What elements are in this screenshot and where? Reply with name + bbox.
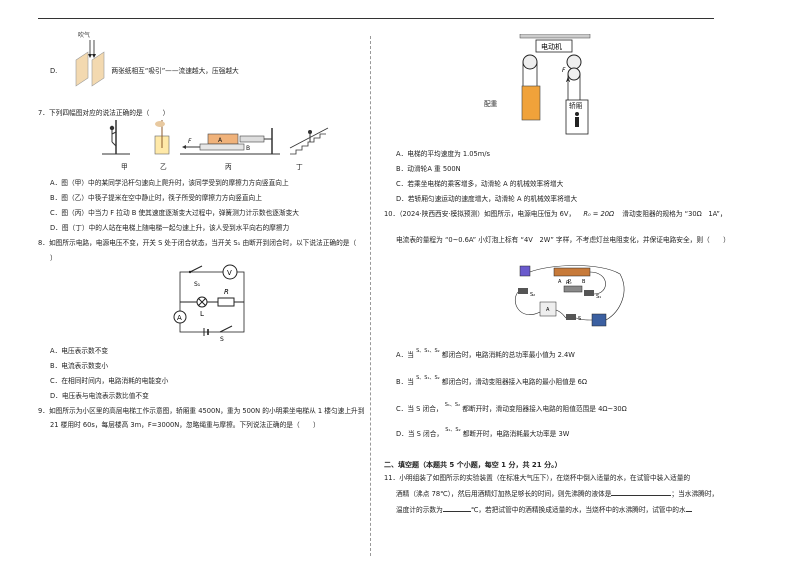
q10-line2: 电流表的量程为 “0~0.6A” 小灯泡上标有 “4V 2W” 字样，不考虑灯丝… — [396, 236, 730, 244]
section2-title: 二、填空题（本题共 5 个小题，每空 1 分，共 21 分。） — [384, 461, 562, 469]
q10-option-b: B．当 S、S₁、S₂ 都闭合时，滑动变阻器接入电路的最小阻值是 6Ω — [396, 375, 588, 386]
bing-label-f: F — [188, 138, 192, 145]
r-label: R — [224, 288, 229, 296]
q10-s2-label: S₂ — [530, 292, 535, 298]
q7-stem: 7．下列四幅图对应的说法正确的是（ ） — [38, 109, 170, 117]
q10-circuit: A P B R₀ S₂ S₁ A S — [510, 262, 638, 336]
q11-line3: 温度计的示数为℃，若把试管中的酒精换成适量的水，当烧杯中的水沸腾时，试管中的水 — [396, 506, 692, 515]
q7-option-c: C．图（丙）中当力 F 拉动 B 使其速度逐渐变大过程中，弹簧测力计示数也逐渐变… — [50, 209, 299, 217]
q10-s1-label: S₁ — [596, 294, 601, 300]
q10-option-a: A．当 S、S₁、S₂ 都闭合时，电路消耗的总功率最小值为 2.4W — [396, 348, 575, 359]
ammeter-label: A — [177, 314, 182, 322]
q11-line1: 11．小明组装了如图所示的实验装置（在标准大气压下），在烧杯中倒入适量的水，在试… — [384, 474, 691, 482]
q7-figures: A B F — [100, 118, 340, 168]
car-label: 轿厢 — [569, 102, 583, 110]
q7-label-bing: 丙 — [225, 163, 232, 171]
q8-stem-line2: ） — [50, 254, 57, 262]
q9-line1: 9．如图所示为小区里的高层电梯工作示意图，轿厢重 4500N，重为 500N 的… — [38, 407, 365, 415]
q7-label-yi: 乙 — [160, 163, 167, 171]
motor-label: 电动机 — [541, 42, 562, 51]
q10-option-d: D．当 S 闭合， S₁、S₂ 都断开时，电路消耗最大功率是 3W — [396, 427, 570, 438]
q10-ammeter-label: A — [546, 307, 550, 313]
q7-label-ding: 丁 — [296, 163, 303, 171]
rheostat-b-label: B — [582, 279, 586, 285]
q8-option-c: C．在相同时间内，电路消耗的电能变小 — [50, 377, 169, 385]
bing-label-b: B — [246, 145, 250, 152]
q8-circuit: V S₁ R L A S — [160, 262, 260, 344]
q7-option-a: A．图（甲）中的某同学沿杆匀速向上爬升时，该同学受到的摩擦力方向竖直向上 — [50, 179, 289, 187]
s-label: S — [220, 336, 224, 342]
q7-option-b: B．图（乙）中筷子提米在空中静止时，筷子所受的摩擦力方向竖直向上 — [50, 194, 262, 202]
column-divider — [370, 36, 371, 556]
q7-option-d: D．图（丁）中的人站在电梯上随电梯一起匀速上升，该人受到水平向右的摩擦力 — [50, 224, 290, 232]
q10-line1: 10．（2024·陕西西安·模拟预测）如图所示，电源电压恒为 6V， R₀ = … — [384, 210, 727, 218]
q11-blank-3[interactable] — [685, 511, 692, 512]
q9-option-b: B．动滑轮A 重 500N — [396, 165, 461, 173]
q9-option-c: C．若乘坐电梯的乘客增多，动滑轮 A 的机械效率将增大 — [396, 180, 564, 188]
r0-label: R₀ — [566, 280, 571, 286]
q9-option-d: D．若轿厢匀速运动的速度增大，动滑轮 A 的机械效率将增大 — [396, 195, 578, 203]
q6-option-d: D. 两张纸相互“吸引”——流速越大，压强越大 — [50, 67, 239, 75]
q9-option-a: A．电梯的平均速度为 1.05m/s — [396, 150, 491, 158]
q11-blank-2[interactable] — [442, 511, 471, 512]
voltmeter-label: V — [227, 269, 232, 277]
q11-line2: 酒精（沸点 78℃），然后用酒精灯加热足够长的时间，则先沸腾的液体是；当水沸腾时… — [396, 490, 719, 498]
q11-blank-1[interactable] — [611, 495, 672, 496]
rheostat-p-label: P — [568, 279, 571, 285]
force-f-label: F — [562, 67, 566, 74]
elevator-figure: 电动机 A F — [508, 33, 608, 144]
q7-label-jia: 甲 — [121, 163, 128, 171]
rheostat-a-label: A — [558, 279, 562, 285]
counterweight-label: 配重 — [484, 100, 498, 108]
bing-label-a: A — [218, 137, 223, 144]
q10-option-c: C．当 S 闭合， S₁、S₂ 都断开时，滑动变阻器接入电路的阻值范围是 4Ω~… — [396, 402, 627, 413]
blow-figure: 吹气 — [68, 30, 118, 92]
q8-option-d: D．电压表与电流表示数比值不变 — [50, 392, 149, 400]
pulley-a-label: A — [566, 77, 571, 84]
q9-line2: 21 楼用时 60s，每层楼高 3m，F=3000N，忽略绳重与摩擦。下列说法正… — [50, 421, 320, 429]
q8-stem-line1: 8．如图所示电路，电源电压不变，开关 S 处于闭合状态，当开关 S₁ 由断开到闭… — [38, 239, 357, 247]
q8-option-a: A．电压表示数不变 — [50, 347, 109, 355]
l-label: L — [200, 310, 204, 318]
blow-label: 吹气 — [78, 31, 90, 39]
s1-label: S₁ — [194, 281, 201, 288]
q8-option-b: B．电流表示数变小 — [50, 362, 109, 370]
top-rule — [38, 18, 714, 19]
